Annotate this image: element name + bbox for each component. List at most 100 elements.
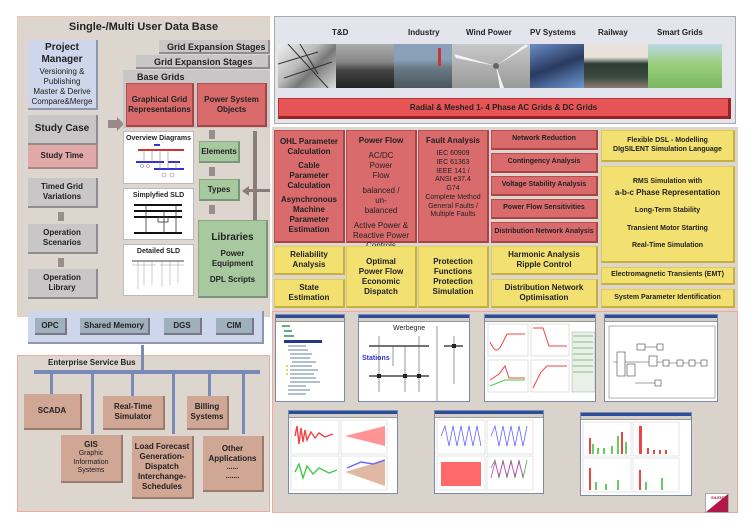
parameter-calculation-box[interactable]: OHL Parameter Calculation Cable Paramete… [274, 130, 345, 243]
overview-diagram-icon [136, 144, 184, 178]
time-series-plot-icon [487, 323, 595, 393]
sector-wind-power: Wind Power [466, 28, 512, 37]
power-system-objects-box[interactable]: Power System Objects [197, 83, 267, 127]
system-parameter-identification-box[interactable]: System Parameter Identification [601, 289, 735, 308]
data-manager-window[interactable] [275, 314, 345, 402]
sector-td: T&D [332, 28, 349, 37]
contingency-analysis-box[interactable]: Contingency Analysis [491, 153, 598, 173]
elements-box[interactable]: Elements [199, 141, 240, 163]
graphical-grid-representations-box[interactable]: Graphical Grid Representations [126, 83, 194, 127]
interface-dgs[interactable]: DGS [164, 318, 202, 335]
esb-title: Enterprise Service Bus [48, 358, 136, 367]
other-applications-box[interactable]: Other Applications ...... ....... [203, 436, 264, 492]
timed-grid-variations-box[interactable]: Timed Grid Variations [28, 178, 98, 208]
network-reduction-box[interactable]: Network Reduction [491, 130, 598, 150]
arrow-up-icon [209, 205, 215, 214]
study-time-box[interactable]: Study Time [28, 145, 98, 169]
operation-scenarios-box[interactable]: Operation Scenarios [28, 224, 98, 254]
bus-drop [172, 374, 175, 434]
real-time-simulator-box[interactable]: Real-Time Simulator [103, 396, 165, 430]
td-city-image [336, 44, 394, 88]
distribution-network-optimisation-box[interactable]: Distribution Network Optimisation [491, 279, 598, 308]
railway-image [584, 44, 648, 88]
sector-pv-systems: PV Systems [530, 28, 576, 37]
project-manager-box[interactable]: Project Manager Versioning & Publishing … [28, 40, 98, 110]
harmonic-analysis-box[interactable]: Harmonic Analysis Ripple Control [491, 246, 598, 275]
grid-types-banner: Radial & Meshed 1- 4 Phase AC Grids & DC… [278, 98, 731, 119]
connector-line [248, 189, 270, 192]
bus-drop [242, 374, 245, 434]
reliability-analysis-box[interactable]: Reliability Analysis [274, 246, 345, 275]
gis-box[interactable]: GIS Graphic Information Systems [61, 435, 123, 483]
rms-plots-window[interactable] [484, 314, 596, 402]
detailed-sld-label: Detailed SLD [136, 248, 181, 255]
interface-shared-memory[interactable]: Shared Memory [80, 318, 150, 335]
simplified-sld-icon [134, 204, 182, 234]
connector-line [253, 131, 257, 229]
emt-box[interactable]: Electromagnetic Transients (EMT) [601, 267, 735, 285]
simplified-sld-preview[interactable]: Simplyfied SLD [123, 188, 194, 240]
protection-box[interactable]: Protection Functions Protection Simulati… [418, 246, 489, 308]
optimal-power-flow-box[interactable]: Optimal Power Flow Economic Dispatch [346, 246, 417, 308]
dsl-modelling-box[interactable]: Flexible DSL - Modelling DIgSILENT Simul… [601, 130, 735, 162]
sld-diagram-icon [369, 326, 463, 401]
bus-drop [208, 374, 211, 396]
arrow-up-icon [209, 130, 215, 139]
wind-power-image [452, 44, 530, 88]
oscillation-plot-icon [290, 419, 388, 491]
dsl-block-diagram-window[interactable] [604, 314, 718, 402]
harmonic-bar-chart-icon [582, 421, 680, 493]
arrow-left-icon [242, 186, 249, 196]
overview-diagrams-label: Overview Diagrams [126, 135, 191, 142]
voltage-stability-box[interactable]: Voltage Stability Analysis [491, 176, 598, 196]
types-box[interactable]: Types [199, 179, 240, 201]
detailed-sld-preview[interactable]: Detailed SLD [123, 244, 194, 296]
detailed-sld-icon [132, 260, 184, 289]
simplified-sld-label: Simplyfied SLD [132, 192, 185, 199]
arrow-right-icon [108, 120, 118, 128]
industry-image [394, 44, 452, 88]
sector-railway: Railway [598, 28, 628, 37]
rms-simulation-box[interactable]: RMS Simulation with a-b-c Phase Represen… [601, 166, 735, 263]
sector-industry: Industry [408, 28, 440, 37]
bus-drop [50, 374, 53, 394]
arrow-up-icon [209, 167, 215, 176]
logo-icon [706, 494, 728, 512]
emt-plots-window[interactable] [434, 410, 544, 494]
billing-systems-box[interactable]: Billing Systems [187, 396, 229, 430]
digsilent-logo: SILENT [705, 493, 729, 513]
arrow-up-icon [58, 258, 64, 267]
arrow-up-icon [58, 212, 64, 221]
td-pylon-image [277, 43, 336, 89]
harmonics-plots-window[interactable] [580, 412, 692, 496]
station-label: Stations [362, 355, 390, 362]
fault-analysis-box[interactable]: Fault Analysis IEC 60909 IEC 61363 IEEE … [418, 130, 489, 243]
waveform-plot-icon [436, 419, 534, 491]
power-flow-sensitivities-box[interactable]: Power Flow Sensitivities [491, 199, 598, 219]
interface-opc[interactable]: OPC [35, 318, 67, 335]
esb-connector [141, 345, 144, 370]
load-forecast-box[interactable]: Load Forecast Generation- Dispatch Inter… [132, 436, 194, 499]
operation-library-box[interactable]: Operation Library [28, 269, 98, 299]
distribution-network-analysis-box[interactable]: Distribution Network Analysis [491, 222, 598, 243]
esb-bus-line [34, 370, 260, 374]
libraries-title: Libraries [211, 231, 254, 243]
study-case-box[interactable]: Study Case [28, 115, 98, 145]
substation-label: Werbegne [393, 325, 426, 332]
base-grids-title: Base Grids [137, 72, 185, 82]
power-flow-box[interactable]: Power Flow AC/DC Power Flow balanced / u… [346, 130, 417, 250]
libraries-box[interactable]: Libraries Power Equipment DPL Scripts [198, 220, 268, 298]
interface-cim[interactable]: CIM [216, 318, 254, 335]
overview-diagrams-preview[interactable]: Overview Diagrams [123, 131, 194, 184]
logo-text: SILENT [711, 495, 726, 500]
stability-plots-window[interactable] [288, 410, 398, 494]
scada-box[interactable]: SCADA [24, 394, 82, 430]
bus-drop [131, 374, 134, 396]
single-line-diagram-window[interactable]: Werbegne Stations [358, 314, 470, 402]
grid-expansion-stages-2[interactable]: Grid Expansion Stages [159, 40, 270, 54]
grid-expansion-stages-1[interactable]: Grid Expansion Stages [136, 55, 270, 69]
smart-grids-image [648, 44, 722, 88]
database-title: Single-/Multi User Data Base [68, 21, 219, 34]
pv-systems-image [530, 44, 584, 88]
state-estimation-box[interactable]: State Estimation [274, 279, 345, 308]
